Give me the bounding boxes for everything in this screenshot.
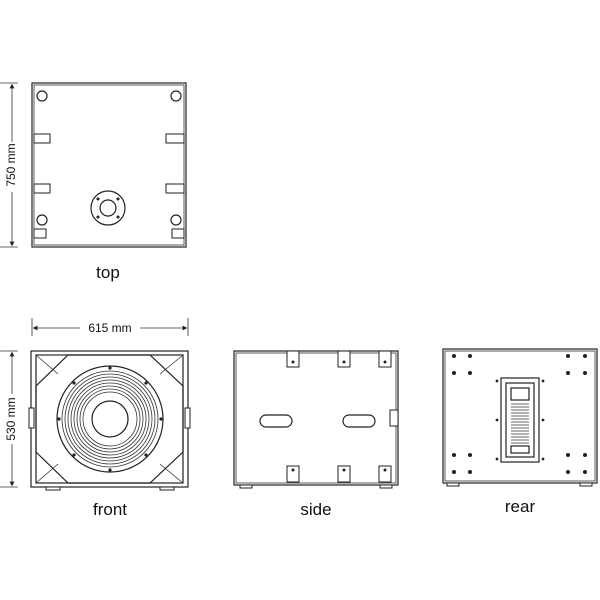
foot-icon [446, 482, 460, 487]
foot-icon [239, 484, 253, 489]
height-label: 530 mm [4, 397, 18, 440]
rear-view [442, 348, 598, 487]
foot-icon [45, 486, 61, 491]
height-dimension: 530 mm [0, 350, 22, 488]
woofer-icon [56, 365, 164, 473]
screw-dots [452, 354, 587, 474]
top-view [31, 82, 187, 248]
front-view [28, 350, 191, 491]
top-view-label: top [96, 263, 120, 282]
pole-mount-icon [90, 190, 126, 226]
side-view-label: side [300, 500, 331, 519]
connector-panel-icon [495, 377, 545, 463]
side-view [233, 350, 399, 489]
bracket-icon [33, 133, 51, 144]
foot-icon [579, 482, 593, 487]
top-view-outline [31, 82, 187, 248]
depth-label: 750 mm [4, 143, 18, 186]
side-view-outline [233, 350, 399, 486]
rear-view-outline [442, 348, 598, 484]
corner-foot-icon [36, 214, 48, 226]
foot-icon [159, 486, 175, 491]
bracket-icon [33, 228, 47, 239]
foot-icon [379, 484, 393, 489]
corner-foot-icon [170, 90, 182, 102]
bracket-icon [378, 465, 392, 483]
handle-icon [184, 407, 191, 429]
corner-foot-icon [36, 90, 48, 102]
rear-view-label: rear [505, 497, 536, 516]
side-handle-icon [342, 414, 376, 428]
bracket-icon [286, 350, 300, 368]
bracket-icon [33, 183, 51, 194]
bracket-icon [171, 228, 185, 239]
corner-foot-icon [170, 214, 182, 226]
handle-icon [28, 407, 35, 429]
front-view-label: front [93, 500, 127, 519]
width-dimension: 615 mm [31, 318, 189, 336]
bracket-icon [165, 133, 185, 144]
bracket-icon [337, 350, 351, 368]
bracket-icon [337, 465, 351, 483]
bracket-icon [378, 350, 392, 368]
bracket-icon [286, 465, 300, 483]
bracket-icon [165, 183, 185, 194]
width-label: 615 mm [88, 321, 131, 335]
handle-icon [389, 409, 399, 427]
depth-dimension: 750 mm [0, 82, 22, 248]
side-handle-icon [259, 414, 293, 428]
